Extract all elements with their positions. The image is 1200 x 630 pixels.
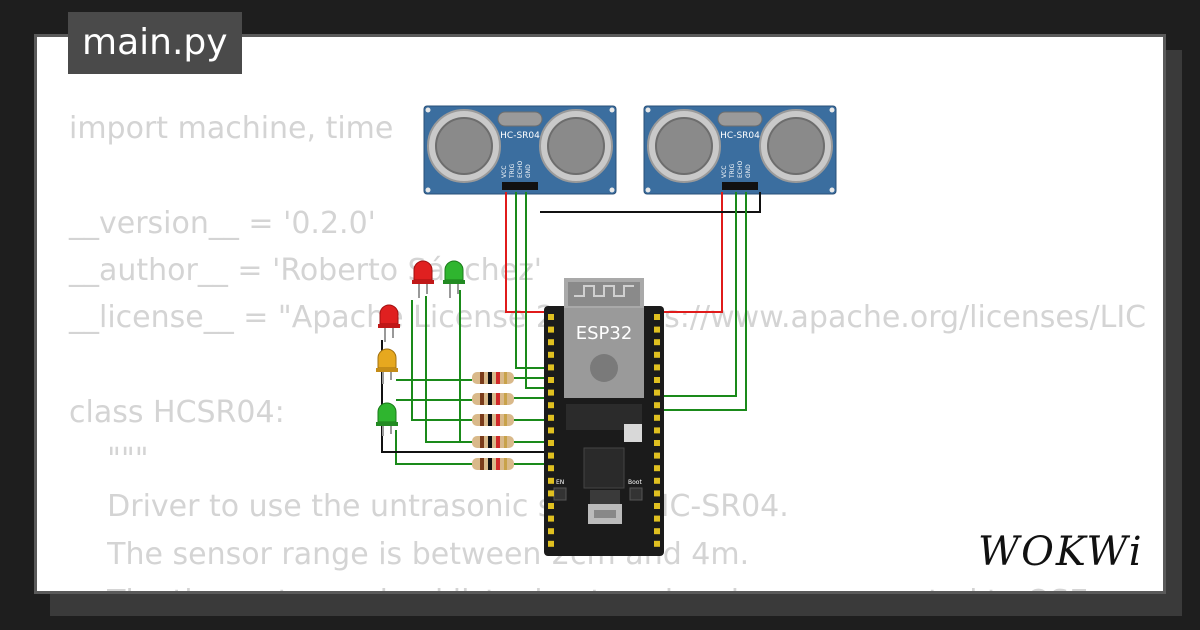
led-green-1 bbox=[443, 260, 465, 298]
board-pin bbox=[654, 477, 660, 484]
board-pin bbox=[654, 515, 660, 522]
board-pin bbox=[654, 351, 660, 358]
board-pin bbox=[548, 440, 554, 446]
board-pin bbox=[548, 490, 554, 497]
board-pin bbox=[548, 427, 554, 434]
sensor-1-label: HC-SR04 bbox=[500, 131, 540, 141]
wire-echo-2 bbox=[656, 192, 747, 411]
board-pin bbox=[654, 389, 660, 396]
board-pin bbox=[654, 540, 660, 547]
sensor-1-pin-trig: TRIG bbox=[509, 163, 516, 179]
ultrasonic-sensor-2[interactable]: HC-SR04 VCC TRIG ECHO GND bbox=[643, 105, 837, 195]
code-line: import machine, time bbox=[69, 111, 394, 146]
board-pin bbox=[548, 477, 554, 484]
board-pin bbox=[548, 465, 554, 472]
board-pin bbox=[548, 452, 554, 459]
board-pin bbox=[654, 364, 660, 371]
wire-trig-2 bbox=[656, 192, 737, 397]
board-pin bbox=[548, 314, 554, 320]
resistor-2 bbox=[472, 393, 514, 405]
sensor-2-pin-trig: TRIG bbox=[729, 163, 736, 179]
resistor-1 bbox=[472, 372, 514, 384]
led-yellow-1 bbox=[376, 348, 398, 384]
board-pin bbox=[654, 452, 660, 459]
board-pin bbox=[654, 465, 660, 472]
board-pin bbox=[654, 490, 660, 497]
file-tab-main-py[interactable]: main.py bbox=[68, 12, 242, 74]
wire-gnd-sensors bbox=[540, 192, 761, 213]
sensor-2-pin-echo: ECHO bbox=[737, 161, 744, 178]
resistor-5 bbox=[472, 458, 514, 470]
sensor-1-pin-vcc: VCC bbox=[501, 166, 508, 178]
wire-echo-1 bbox=[525, 192, 552, 389]
leds bbox=[376, 260, 465, 436]
board-pin bbox=[548, 540, 554, 547]
board-pin bbox=[548, 402, 554, 409]
board-label: ESP32 bbox=[576, 323, 633, 344]
esp32-board[interactable]: ESP32 EN Boot bbox=[544, 278, 664, 556]
ultrasonic-sensor-1[interactable]: HC-SR04 VCC TRIG ECHO GND bbox=[423, 105, 617, 195]
wokwi-logo: WOKWi bbox=[978, 529, 1144, 575]
code-line: class HCSR04: bbox=[69, 394, 285, 430]
wire-trig-1 bbox=[515, 192, 552, 369]
led-green-2 bbox=[376, 402, 398, 436]
wokwi-logo-text: WOKWi bbox=[978, 529, 1144, 575]
board-pin bbox=[654, 503, 660, 509]
board-pin bbox=[654, 339, 660, 346]
card-shadow bbox=[50, 594, 1180, 616]
led-red-1 bbox=[412, 260, 434, 298]
file-tab-label: main.py bbox=[82, 22, 228, 63]
led-red-2 bbox=[378, 304, 400, 342]
board-en-label: EN bbox=[556, 479, 564, 486]
code-line: The sensor range is between 2cm and 4m. bbox=[69, 536, 750, 572]
sensor-1-pin-echo: ECHO bbox=[517, 161, 524, 178]
board-pin bbox=[654, 326, 660, 333]
card-shadow-right bbox=[1166, 50, 1182, 616]
code-line: The timeouts received listening to echo … bbox=[69, 578, 1146, 591]
sensor-2-pin-gnd: GND bbox=[745, 164, 752, 178]
board-pin bbox=[548, 528, 554, 535]
board-boot-label: Boot bbox=[628, 479, 642, 486]
resistors bbox=[472, 372, 514, 470]
board-pin bbox=[654, 414, 660, 421]
board-pin bbox=[548, 389, 554, 396]
board-pin bbox=[654, 427, 660, 434]
resistor-4 bbox=[472, 436, 514, 448]
sensor-2-pin-vcc: VCC bbox=[721, 166, 728, 178]
board-pin bbox=[654, 314, 660, 320]
board-pin bbox=[654, 440, 660, 446]
code-line: __author__ = 'Roberto Sánchez' bbox=[69, 252, 543, 288]
resistor-3 bbox=[472, 414, 514, 426]
code-line: __version__ = '0.2.0' bbox=[69, 205, 376, 241]
code-line: Driver to use the untrasonic sensor HC-S… bbox=[69, 489, 789, 525]
sensor-1-pin-gnd: GND bbox=[525, 164, 532, 178]
code-line: """ bbox=[69, 442, 149, 478]
board-pin bbox=[548, 377, 554, 383]
board-pin bbox=[654, 402, 660, 409]
sensor-2-label: HC-SR04 bbox=[720, 131, 760, 141]
board-pin bbox=[548, 414, 554, 421]
board-pin bbox=[548, 339, 554, 346]
board-pin bbox=[548, 326, 554, 333]
code-view: import machine, time __version__ = '0.2.0… bbox=[69, 105, 1146, 591]
board-pin bbox=[548, 503, 554, 509]
board-pin bbox=[548, 364, 554, 371]
board-pin bbox=[548, 515, 554, 522]
board-pin bbox=[548, 351, 554, 358]
board-pin bbox=[654, 377, 660, 383]
board-pin bbox=[654, 528, 660, 535]
